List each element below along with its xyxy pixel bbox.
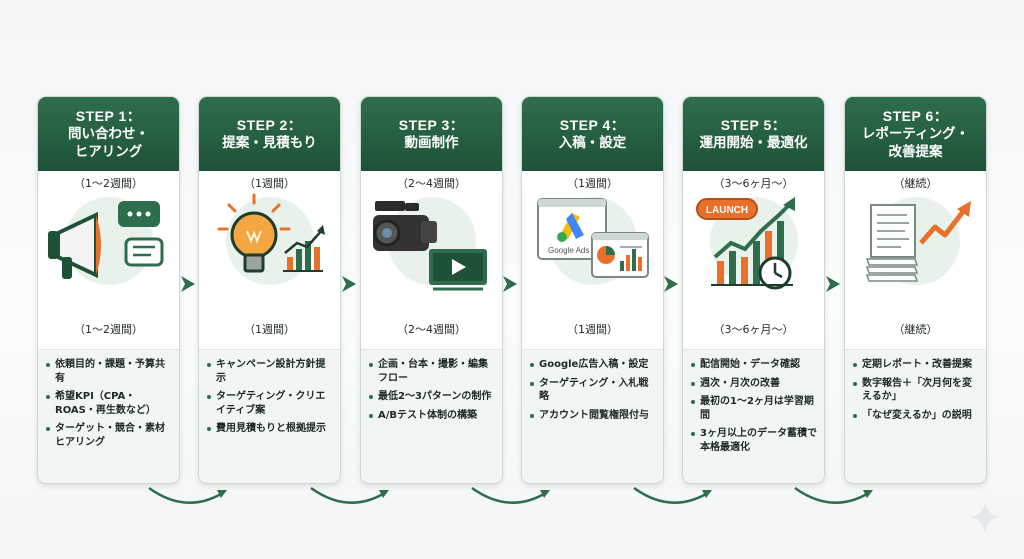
detail-item: アカウント閲覧権限付与 (528, 409, 657, 423)
arrow-right-icon (181, 276, 195, 292)
detail-item: ターゲティング・クリエイティブ案 (205, 390, 334, 417)
launch-chart-icon: LAUNCH (683, 191, 824, 319)
detail-item: 依頼目的・課題・予算共有 (44, 358, 173, 385)
step-title: 動画制作 (404, 135, 459, 151)
step-6-card: STEP 6： レポーティング・ 改善提案 （継続） （継続） 定期レポート・改… (844, 96, 987, 484)
google-ads-label: Google Ads (548, 246, 589, 255)
step-label: STEP 4： (559, 117, 626, 133)
step-6-details: 定期レポート・改善提案 数字報告＋「次月何を変えるか」 「なぜ変えるか」の説明 (845, 349, 986, 483)
step-4-details: Google広告入稿・設定 ターゲティング・入札戦略 アカウント閲覧権限付与 (522, 349, 663, 483)
detail-item: 配信開始・データ確認 (689, 358, 818, 372)
arrow-right-icon (826, 276, 840, 292)
step-1-details: 依頼目的・課題・予算共有 希望KPI（CPA・ROAS・再生数など） ターゲット… (38, 349, 179, 483)
detail-item: キャンペーン設計方針提示 (205, 358, 334, 385)
arrow-right-icon (342, 276, 356, 292)
launch-button-label: LAUNCH (706, 205, 748, 216)
step-3-card: STEP 3： 動画制作 （2〜4週間） （2〜4週間） 企画・台本・撮影・編集… (360, 96, 503, 484)
curved-arrow-icon (633, 486, 712, 504)
step-title: 運用開始・最適化 (699, 135, 808, 151)
step-2-header: STEP 2： 提案・見積もり (199, 97, 340, 171)
duration-top: （3〜6ヶ月〜） (713, 177, 794, 190)
detail-item: 企画・台本・撮影・編集フロー (367, 358, 496, 385)
step-3-details: 企画・台本・撮影・編集フロー 最低2〜3パターンの制作 A/Bテスト体制の構築 (361, 349, 502, 483)
step-1-header: STEP 1： 問い合わせ・ ヒアリング (38, 97, 179, 171)
detail-item: 週次・月次の改善 (689, 377, 818, 391)
curved-arrow-icon (148, 486, 227, 504)
detail-item: 定期レポート・改善提案 (851, 358, 980, 372)
step-2-details: キャンペーン設計方針提示 ターゲティング・クリエイティブ案 費用見積もりと根拠提… (199, 349, 340, 483)
megaphone-icon (38, 191, 179, 319)
detail-item: A/Bテスト体制の構築 (367, 409, 496, 423)
duration-bottom: （1週間） (244, 323, 295, 336)
duration-bottom: （2〜4週間） (397, 323, 466, 336)
step-label: STEP 6： (882, 108, 949, 124)
detail-item: 「なぜ変えるか」の説明 (851, 409, 980, 423)
detail-item: Google広告入稿・設定 (528, 358, 657, 372)
step-label: STEP 3： (398, 117, 465, 133)
step-label: STEP 5： (720, 117, 787, 133)
duration-top: （1週間） (567, 177, 618, 190)
duration-bottom: （1週間） (567, 323, 618, 336)
google-ads-icon: Google Ads (522, 191, 663, 319)
detail-item: 3ヶ月以上のデータ蓄積で本格最適化 (689, 427, 818, 454)
step-title: レポーティング・ 改善提案 (861, 126, 970, 160)
arrow-right-icon (503, 276, 517, 292)
step-title: 提案・見積もり (222, 135, 317, 151)
step-label: STEP 1： (75, 108, 142, 124)
step-label: STEP 2： (236, 117, 303, 133)
step-5-details: 配信開始・データ確認 週次・月次の改善 最初の1〜2ヶ月は学習期間 3ヶ月以上の… (683, 349, 824, 483)
duration-top: （継続） (893, 177, 938, 190)
detail-item: ターゲティング・入札戦略 (528, 377, 657, 404)
step-6-header: STEP 6： レポーティング・ 改善提案 (845, 97, 986, 171)
step-2-card: STEP 2： 提案・見積もり （1週間） （1週間） キャンペーン設計方針提示… (198, 96, 341, 484)
report-icon (845, 191, 986, 319)
lightbulb-icon (199, 191, 340, 319)
detail-item: 最初の1〜2ヶ月は学習期間 (689, 395, 818, 422)
sparkle-icon (970, 502, 1000, 532)
duration-bottom: （3〜6ヶ月〜） (713, 323, 794, 336)
curved-arrow-icon (310, 486, 389, 504)
detail-item: 数字報告＋「次月何を変えるか」 (851, 377, 980, 404)
duration-top: （1週間） (244, 177, 295, 190)
step-4-card: STEP 4： 入稿・設定 （1週間） Google Ads （1週間） Goo… (521, 96, 664, 484)
duration-top: （1〜2週間） (74, 177, 143, 190)
step-4-header: STEP 4： 入稿・設定 (522, 97, 663, 171)
curved-arrow-icon (794, 486, 873, 504)
detail-item: 最低2〜3パターンの制作 (367, 390, 496, 404)
curved-arrow-icon (471, 486, 550, 504)
detail-item: 費用見積もりと根拠提示 (205, 422, 334, 436)
detail-item: 希望KPI（CPA・ROAS・再生数など） (44, 390, 173, 417)
duration-top: （2〜4週間） (397, 177, 466, 190)
detail-item: ターゲット・競合・素材ヒアリング (44, 422, 173, 449)
step-5-card: STEP 5： 運用開始・最適化 （3〜6ヶ月〜） LAUNCH （3〜6ヶ月〜… (682, 96, 825, 484)
duration-bottom: （1〜2週間） (74, 323, 143, 336)
step-5-header: STEP 5： 運用開始・最適化 (683, 97, 824, 171)
step-1-card: STEP 1： 問い合わせ・ ヒアリング （1〜2週間） （1〜2週間） 依頼目… (37, 96, 180, 484)
duration-bottom: （継続） (893, 323, 938, 336)
step-title: 入稿・設定 (558, 135, 627, 151)
video-camera-icon (361, 191, 502, 319)
arrow-right-icon (664, 276, 678, 292)
step-title: 問い合わせ・ ヒアリング (68, 126, 149, 160)
step-3-header: STEP 3： 動画制作 (361, 97, 502, 171)
